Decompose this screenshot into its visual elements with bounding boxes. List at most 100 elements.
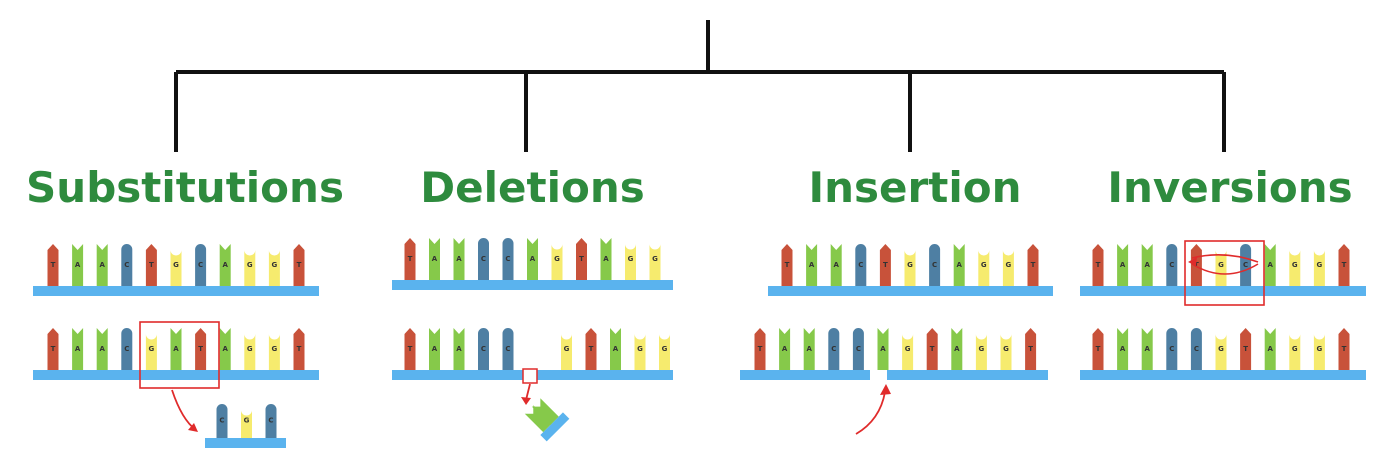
base-shape [877,328,889,370]
base-shape [96,244,108,286]
base-letter: T [579,255,584,263]
base-letter: T [408,255,413,263]
base-letter: C [1169,345,1174,353]
base-shape [600,238,612,280]
base-T: T [1092,244,1104,286]
annotation-marks [139,240,1265,442]
base-C: C [1240,244,1252,286]
base-G: G [244,250,256,286]
base-A: A [951,328,963,370]
base-letter: A [1120,345,1126,353]
base-shape [47,244,59,286]
base-shape [47,328,59,370]
base-C: C [195,244,207,286]
base-shape [806,244,818,286]
base-T: T [585,328,597,370]
backbone-segment [1080,286,1366,296]
base-A: A [1264,244,1276,286]
base-letter: C [268,417,273,425]
base-C: C [828,328,840,370]
base-A: A [1141,244,1153,286]
base-shape [926,328,938,370]
base-letter: T [297,261,302,269]
title-deletions: Deletions [420,163,645,212]
base-shape [170,250,182,286]
base-G: G [649,244,661,280]
base-letter: T [198,345,203,353]
base-letter: C [858,261,863,269]
base-shape [625,244,636,280]
base-A: A [1117,244,1129,286]
backbone-segment [740,370,870,380]
base-G: G [975,334,987,370]
base-G: G [170,250,182,286]
base-T: T [293,328,305,370]
base-letter: G [1218,345,1224,353]
base-shape [241,410,252,438]
base-C: C [478,238,489,280]
base-shape [1264,328,1276,370]
base-shape [453,238,465,280]
base-letter: A [1144,261,1150,269]
base-letter: C [1243,261,1248,269]
base-C: C [216,404,228,438]
base-A: A [72,328,84,370]
base-letter: G [1292,261,1298,269]
base-letter: G [1292,345,1298,353]
base-letter: G [272,261,278,269]
base-shape [610,328,621,370]
base-shape [1117,328,1129,370]
base-shape [1092,244,1104,286]
title-inversions: Inversions [1107,163,1353,212]
base-C: C [502,238,514,280]
base-A: A [72,244,84,286]
base-letter: G [1317,345,1323,353]
deletion-arrowhead [521,397,531,405]
base-letter: A [456,345,462,353]
base-shape [121,328,133,370]
base-shape [453,328,465,370]
backbone-segment [887,370,1048,380]
base-T: T [1027,244,1039,286]
base-A: A [96,328,108,370]
backbone-segment [33,370,319,380]
base-shape [1313,334,1325,370]
base-letter: G [564,345,570,353]
base-T: T [879,244,891,286]
base-A: A [527,238,538,280]
base-shape [96,328,108,370]
base-G: G [1215,334,1227,370]
base-shape [634,334,646,370]
base-letter: C [219,417,224,425]
base-shape [527,238,538,280]
base-T: T [1338,244,1350,286]
base-shape [1002,250,1014,286]
base-letter: C [124,345,129,353]
base-T: T [293,244,305,286]
base-letter: T [758,345,763,353]
base-shape [1141,328,1153,370]
base-shape [195,244,207,286]
base-letter: G [272,345,278,353]
base-letter: G [1006,261,1012,269]
base-letter: A [456,255,462,263]
base-letter: T [1342,261,1347,269]
base-shape [219,244,231,286]
base-shape [803,328,815,370]
base-shape [649,244,661,280]
inversion-arrowhead [1188,257,1197,266]
inversion-arrow-lower [1191,263,1259,275]
base-letter: A [956,261,962,269]
base-A: A [779,328,791,370]
base-shape [561,334,572,370]
base-letter: G [979,345,985,353]
base-A: A [1264,328,1276,370]
base-shape [779,328,791,370]
base-letter: G [149,345,155,353]
base-G: G [1289,250,1301,286]
